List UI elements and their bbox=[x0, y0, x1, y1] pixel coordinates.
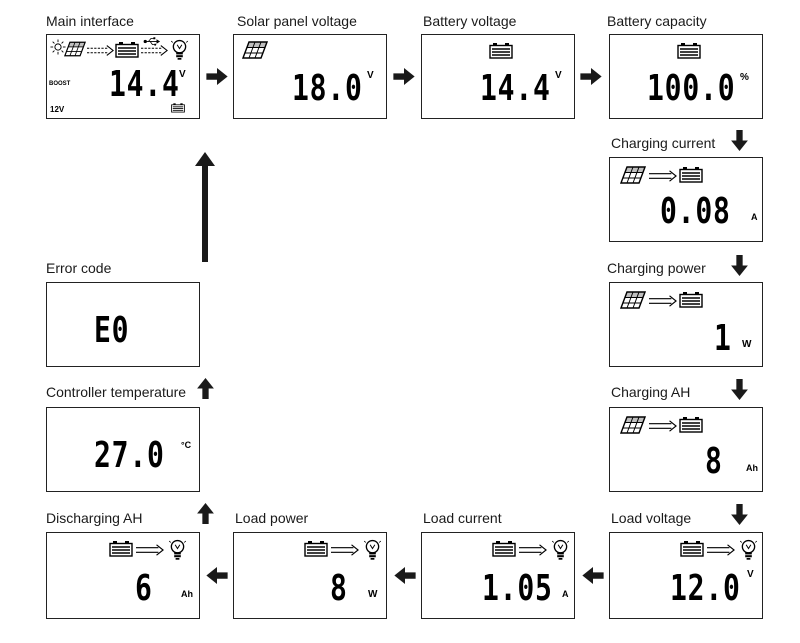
charging-power-unit: W bbox=[742, 339, 752, 350]
error-code-label: Error code bbox=[46, 260, 112, 276]
battery-icon bbox=[115, 42, 139, 58]
charging-power-label: Charging power bbox=[607, 260, 706, 276]
bulb-icon bbox=[169, 539, 186, 560]
controller-temp-screen: 27.0 °C bbox=[46, 407, 200, 492]
arrow-flow-icon bbox=[136, 544, 164, 556]
battery-icon bbox=[680, 541, 704, 557]
discharging-ah-value: 6 bbox=[135, 568, 153, 609]
discharging-ah-label: Discharging AH bbox=[46, 510, 143, 526]
arrow-down-icon bbox=[731, 255, 748, 276]
arrow-flow-icon bbox=[87, 45, 114, 56]
controller-temp-label: Controller temperature bbox=[46, 384, 187, 400]
solar-voltage-screen: 18.0 V bbox=[233, 34, 387, 119]
solar-voltage-label: Solar panel voltage bbox=[237, 13, 357, 29]
solar-voltage-value: 18.0 bbox=[292, 68, 363, 109]
solar-panel-icon bbox=[620, 291, 646, 309]
discharging-ah-unit: Ah bbox=[181, 589, 193, 599]
battery-icon bbox=[679, 292, 703, 308]
charging-power-value: 1 bbox=[714, 318, 732, 359]
battery-capacity-value: 100.0 bbox=[647, 68, 736, 109]
load-current-label: Load current bbox=[423, 510, 502, 526]
arrow-down-icon bbox=[731, 379, 748, 400]
battery-voltage-value: 14.4 bbox=[480, 68, 551, 109]
battery-icon bbox=[679, 417, 703, 433]
main-interface-screen: BOOST 14.4 V 12V bbox=[46, 34, 200, 119]
battery-capacity-label: Battery capacity bbox=[607, 13, 707, 29]
battery-icon bbox=[109, 541, 133, 557]
charging-current-unit: A bbox=[751, 212, 758, 222]
charging-current-screen: 0.08 A bbox=[609, 157, 763, 242]
bulb-icon bbox=[740, 539, 757, 560]
arrow-flow-icon bbox=[707, 544, 735, 556]
arrow-flow-icon bbox=[141, 45, 168, 56]
battery-icon bbox=[677, 43, 701, 59]
battery-capacity-screen: 100.0 % bbox=[609, 34, 763, 119]
arrow-left-icon bbox=[582, 567, 604, 584]
system-voltage: 12V bbox=[50, 105, 65, 114]
load-current-screen: 1.05 A bbox=[421, 532, 575, 619]
arrow-up-icon bbox=[197, 503, 214, 524]
arrow-right-icon bbox=[393, 68, 415, 85]
battery-icon bbox=[492, 541, 516, 557]
arrow-left-icon bbox=[394, 567, 416, 584]
charging-current-label: Charging current bbox=[611, 135, 716, 151]
load-power-screen: 8 W bbox=[233, 532, 387, 619]
load-voltage-screen: 12.0 V bbox=[609, 532, 763, 619]
arrow-flow-icon bbox=[519, 544, 547, 556]
battery-icon bbox=[489, 43, 513, 59]
arrow-flow-icon bbox=[649, 420, 677, 432]
load-voltage-value: 12.0 bbox=[670, 568, 741, 609]
load-power-unit: W bbox=[368, 589, 378, 600]
charging-current-value: 0.08 bbox=[660, 191, 731, 232]
battery-icon bbox=[679, 167, 703, 183]
arrow-up-long-icon bbox=[195, 152, 215, 262]
charging-ah-value: 8 bbox=[705, 441, 723, 482]
bulb-icon bbox=[552, 539, 569, 560]
solar-panel-icon bbox=[64, 41, 86, 57]
boost-indicator: BOOST bbox=[49, 81, 71, 87]
arrow-flow-icon bbox=[649, 295, 677, 307]
load-current-unit: A bbox=[562, 589, 569, 599]
arrow-flow-icon bbox=[331, 544, 359, 556]
controller-temp-value: 27.0 bbox=[94, 435, 165, 476]
main-interface-label: Main interface bbox=[46, 13, 134, 29]
arrow-right-icon bbox=[206, 68, 228, 85]
load-voltage-unit: V bbox=[747, 569, 754, 580]
charging-ah-unit: Ah bbox=[746, 463, 758, 473]
battery-capacity-unit: % bbox=[740, 72, 749, 83]
battery-icon bbox=[171, 103, 185, 113]
discharging-ah-screen: 6 Ah bbox=[46, 532, 200, 619]
solar-panel-icon bbox=[620, 416, 646, 434]
battery-icon bbox=[304, 541, 328, 557]
charging-power-screen: 1 W bbox=[609, 282, 763, 367]
charging-ah-screen: 8 Ah bbox=[609, 407, 763, 492]
load-power-label: Load power bbox=[235, 510, 309, 526]
battery-voltage-screen: 14.4 V bbox=[421, 34, 575, 119]
error-code-screen: E0 bbox=[46, 282, 200, 367]
main-value: 14.4 bbox=[109, 64, 180, 105]
bulb-icon bbox=[171, 39, 188, 60]
arrow-right-icon bbox=[580, 68, 602, 85]
bulb-icon bbox=[364, 539, 381, 560]
arrow-down-icon bbox=[731, 504, 748, 525]
load-power-value: 8 bbox=[330, 568, 348, 609]
charging-ah-label: Charging AH bbox=[611, 384, 691, 400]
arrow-down-icon bbox=[731, 130, 748, 151]
arrow-left-icon bbox=[206, 567, 228, 584]
error-code-value: E0 bbox=[94, 310, 130, 351]
arrow-flow-icon bbox=[649, 170, 677, 182]
load-current-value: 1.05 bbox=[482, 568, 553, 609]
load-voltage-label: Load voltage bbox=[611, 510, 692, 526]
solar-panel-icon bbox=[620, 166, 646, 184]
battery-voltage-unit: V bbox=[555, 70, 562, 81]
controller-temp-unit: °C bbox=[181, 440, 192, 450]
arrow-up-icon bbox=[197, 378, 214, 399]
battery-voltage-label: Battery voltage bbox=[423, 13, 517, 29]
solar-panel-icon bbox=[242, 41, 268, 59]
solar-voltage-unit: V bbox=[367, 70, 374, 81]
main-unit: V bbox=[179, 69, 186, 80]
